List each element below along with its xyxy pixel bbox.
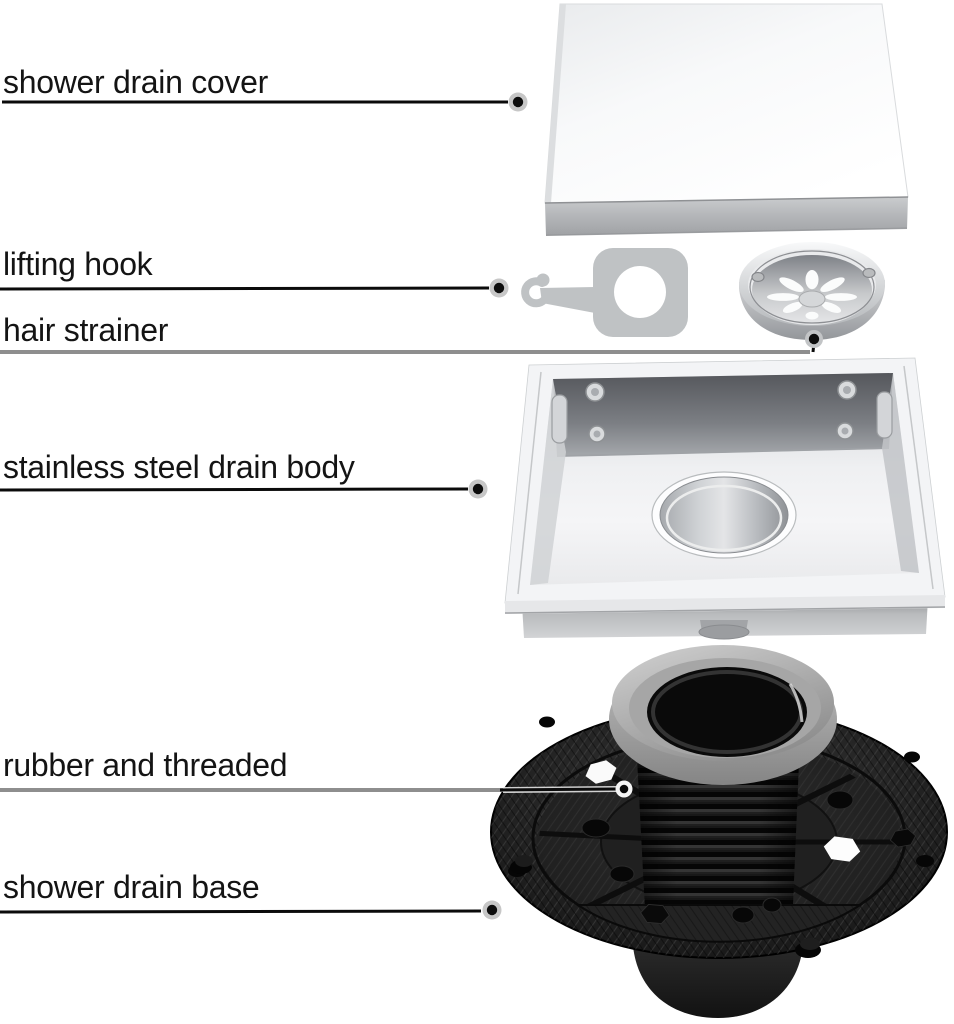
label-shower-drain-cover: shower drain cover — [3, 64, 268, 100]
callout-shower-drain-base — [0, 900, 502, 920]
label-shower-drain-base: shower drain base — [3, 869, 260, 905]
shower-drain-cover-illustration — [544, 3, 909, 236]
label-rubber-and-threaded: rubber and threaded — [3, 747, 288, 783]
callout-rubber-and-threaded — [0, 780, 633, 798]
stainless-steel-drain-body-illustration — [504, 357, 946, 640]
shower-drain-base-illustration — [490, 645, 948, 1018]
hair-strainer-illustration — [739, 242, 885, 340]
label-hair-strainer: hair strainer — [3, 312, 169, 348]
label-lifting-hook: lifting hook — [3, 246, 153, 282]
callout-hair-strainer — [0, 330, 823, 354]
callout-lifting-hook — [0, 278, 509, 298]
callout-shower-drain-cover — [2, 92, 528, 112]
label-stainless-steel-drain-body: stainless steel drain body — [3, 449, 355, 485]
lifting-hook-illustration — [521, 248, 688, 337]
callout-stainless-steel-drain-body — [0, 479, 488, 499]
